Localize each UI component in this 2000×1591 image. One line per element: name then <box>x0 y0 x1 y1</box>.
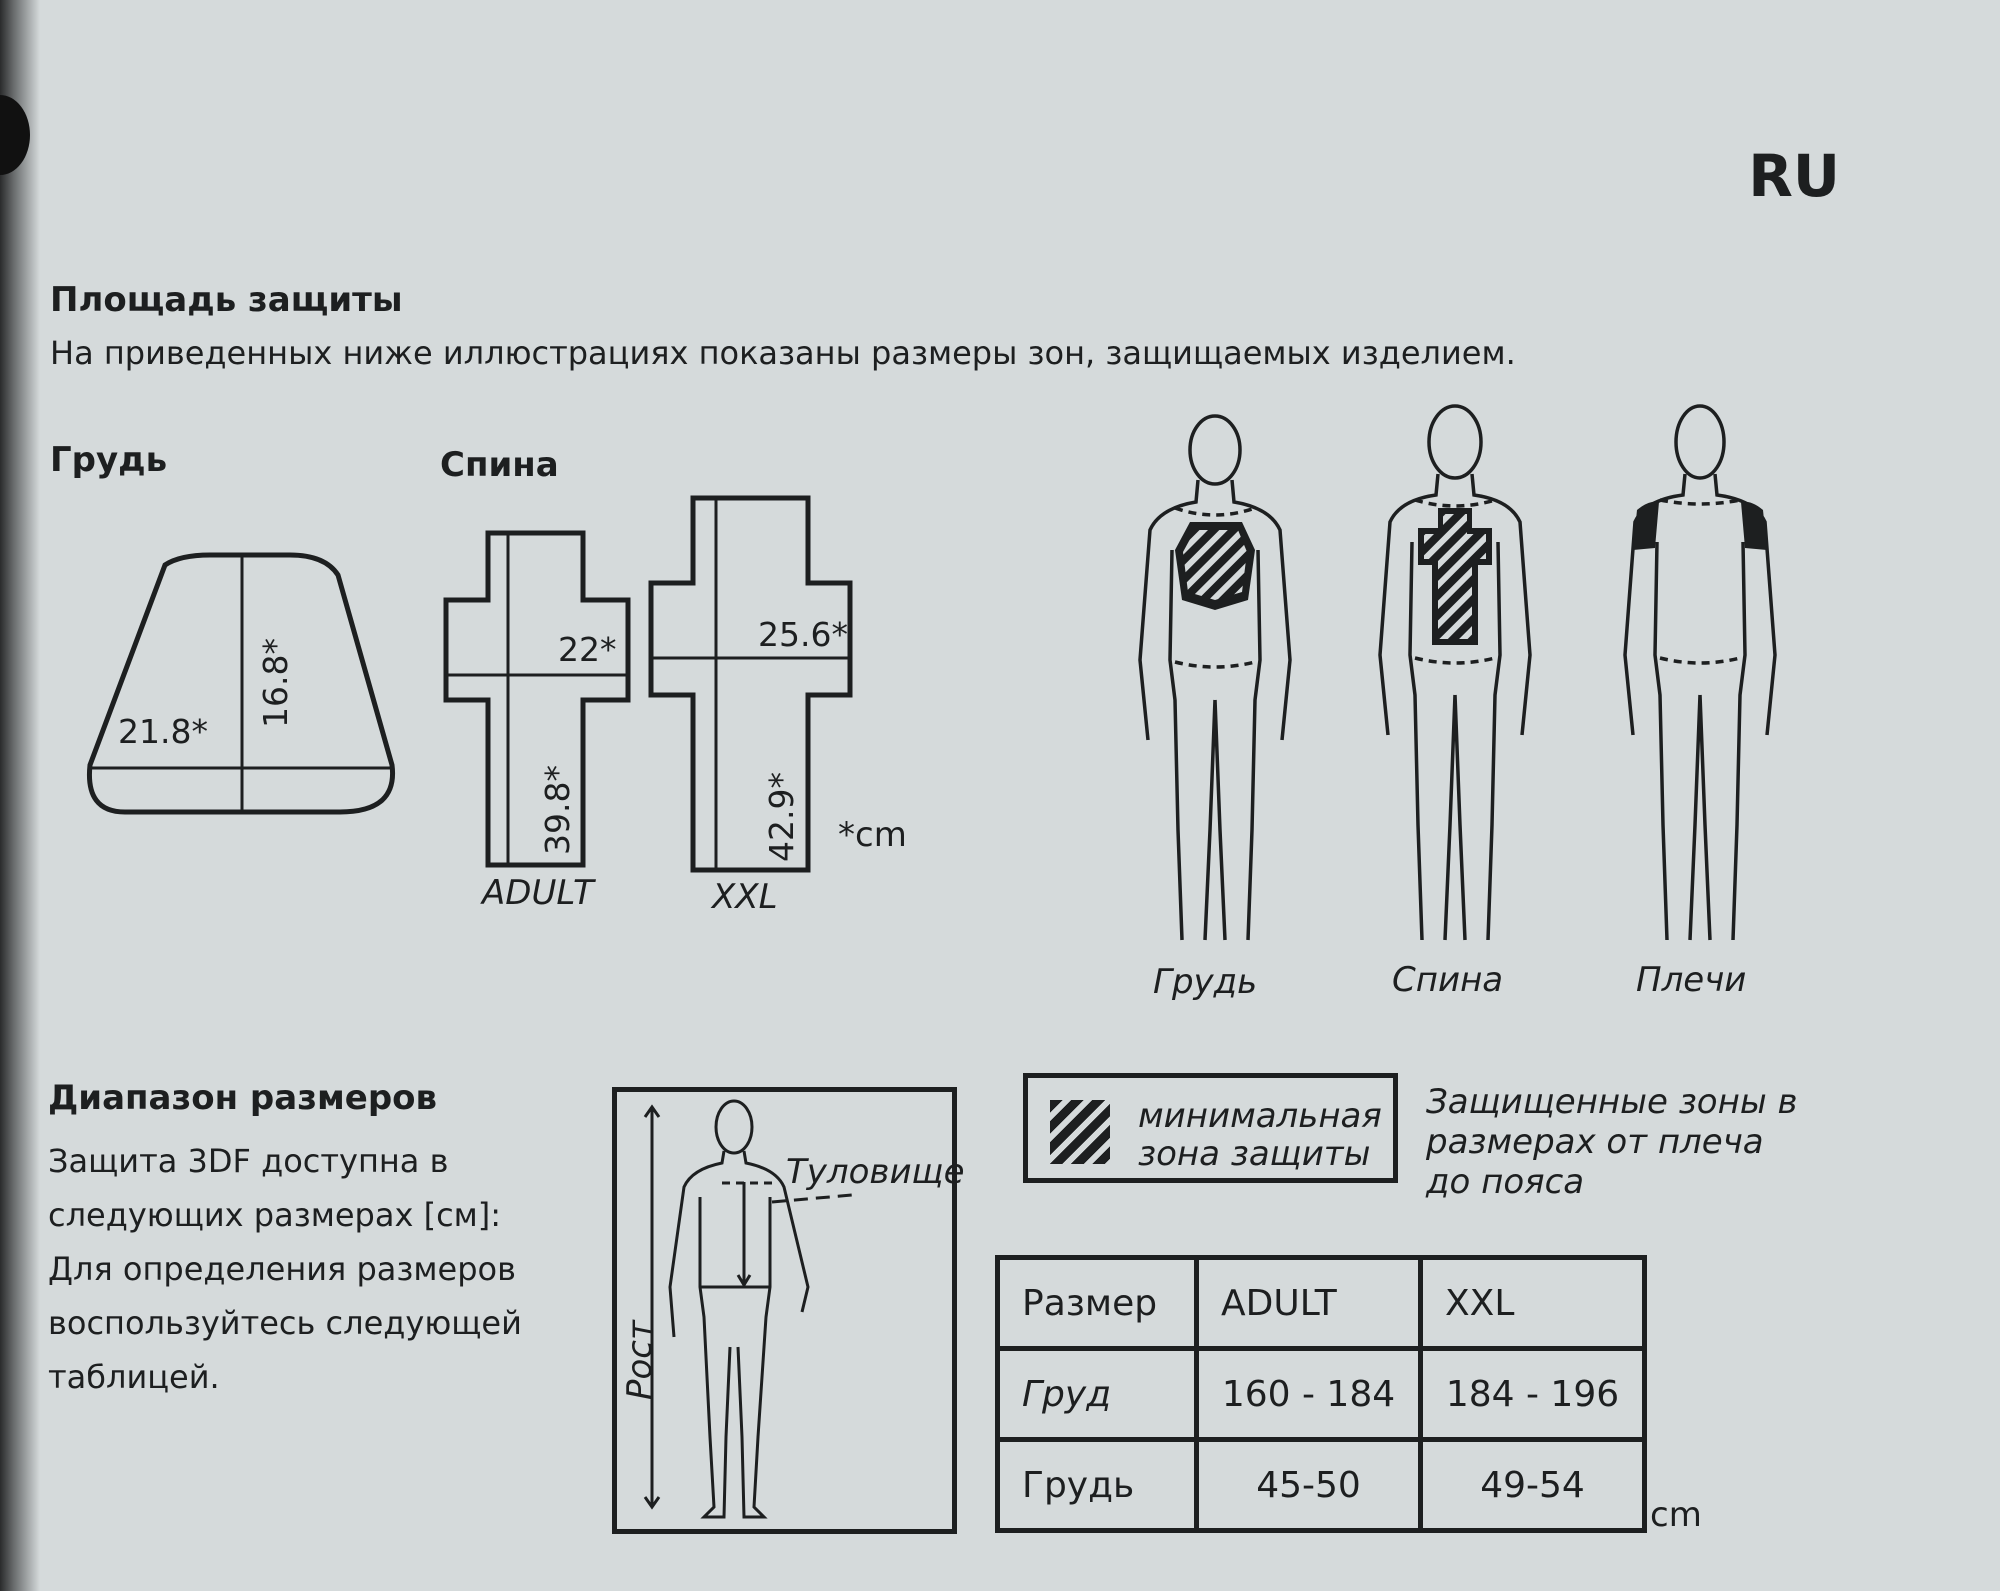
chest-height-label: 16.8* <box>256 638 295 728</box>
back-adult-size-label: ADULT <box>482 873 594 913</box>
torso-label: Туловище <box>786 1152 965 1192</box>
table-cell: 160 - 184 <box>1194 1346 1423 1442</box>
legend-note-line: Защищенные зоны в <box>1426 1082 1798 1122</box>
legend-line-2: зона защиты <box>1138 1134 1371 1174</box>
page-binding-shadow <box>0 0 40 1591</box>
table-header-row: Размер ADULT XXL <box>995 1255 1647 1351</box>
table-row-label: Грудь <box>995 1437 1199 1533</box>
legend-note-line: до пояса <box>1426 1162 1585 1202</box>
size-range-title: Диапазон размеров <box>48 1078 438 1118</box>
chest-width-label: 21.8* <box>118 712 208 751</box>
size-range-line: воспользуйтесь следующей <box>48 1304 522 1342</box>
back-adult-height-label: 39.8* <box>538 765 577 855</box>
height-label: Рост <box>620 1320 660 1400</box>
legend-box: минимальная зона защиты <box>1023 1073 1398 1183</box>
body-measurement-figure <box>643 1099 853 1519</box>
size-range-line: следующих размерах [см]: <box>48 1196 502 1234</box>
back-plate-xxl-diagram <box>648 495 853 873</box>
figure-shoulders-label: Плечи <box>1636 960 1747 1000</box>
figure-chest-protection <box>1138 414 1292 941</box>
table-row-label: Груд <box>995 1346 1199 1442</box>
table-row: Грудь 45-50 49-54 <box>995 1437 1647 1533</box>
body-measurement-box <box>612 1087 957 1534</box>
language-code: RU <box>1748 142 1840 210</box>
table-cell: 184 - 196 <box>1418 1346 1647 1442</box>
table-header-cell: Размер <box>995 1255 1199 1351</box>
hatch-swatch <box>1050 1100 1110 1164</box>
table-cell: 49-54 <box>1418 1437 1647 1533</box>
size-table: Размер ADULT XXL Груд 160 - 184 184 - 19… <box>995 1255 1647 1533</box>
figure-shoulder-protection <box>1623 404 1777 941</box>
back-section-title: Спина <box>440 445 559 485</box>
table-header-cell: XXL <box>1418 1255 1647 1351</box>
unit-note: *cm <box>838 815 907 855</box>
protection-area-description: На приведенных ниже иллюстрациях показан… <box>50 334 1516 372</box>
chest-plate-diagram <box>86 552 396 815</box>
table-unit: cm <box>1650 1495 1702 1535</box>
figure-chest-label: Грудь <box>1153 962 1258 1002</box>
size-range-line: Защита 3DF доступна в <box>48 1142 449 1180</box>
size-range-text: Защита 3DF доступна в следующих размерах… <box>48 1134 522 1404</box>
back-xxl-width-label: 25.6* <box>758 615 848 654</box>
back-xxl-size-label: XXL <box>712 877 778 917</box>
back-adult-width-label: 22* <box>558 630 617 669</box>
figure-back-label: Спина <box>1392 960 1504 1000</box>
size-range-line: Для определения размеров <box>48 1250 516 1288</box>
chest-section-title: Грудь <box>50 440 168 480</box>
back-plate-adult-diagram <box>443 530 631 868</box>
legend-note: Защищенные зоны в размерах от плеча до п… <box>1426 1082 1798 1202</box>
protection-area-title: Площадь защиты <box>50 280 403 320</box>
legend-line-1: минимальная <box>1138 1096 1382 1136</box>
legend-note-line: размерах от плеча <box>1426 1122 1764 1162</box>
table-cell: 45-50 <box>1194 1437 1423 1533</box>
table-row: Груд 160 - 184 184 - 196 <box>995 1346 1647 1442</box>
back-xxl-height-label: 42.9* <box>762 772 801 862</box>
figure-back-protection <box>1378 404 1532 941</box>
size-range-line: таблицей. <box>48 1358 220 1396</box>
table-header-cell: ADULT <box>1194 1255 1423 1351</box>
